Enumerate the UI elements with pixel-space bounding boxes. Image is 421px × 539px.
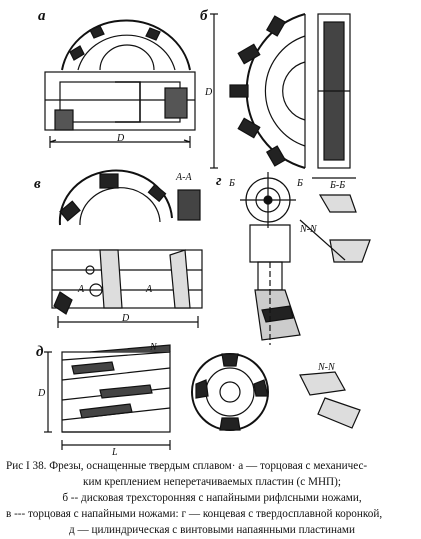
section-AA: А-А	[175, 172, 192, 183]
dim-D-b: D	[204, 87, 213, 98]
panel-label-b: б	[200, 8, 208, 24]
mark-A: А	[77, 284, 85, 295]
section-BB: Б-Б	[329, 180, 345, 191]
dim-D-d: D	[37, 388, 46, 399]
panel-b-drawing	[210, 13, 356, 179]
panel-d-drawing	[44, 344, 361, 450]
panel-g-drawing	[240, 172, 371, 345]
caption-line-3: б -- дисковая трехсторонняя с напайными …	[62, 492, 362, 504]
caption-line-1: Рис I 38. Фрезы, оснащенные твердым спла…	[6, 460, 368, 472]
mark-B: Б	[228, 178, 235, 189]
figure-caption: Рис I 38. Фрезы, оснащенные твердым спла…	[6, 458, 418, 538]
dim-L-d: L	[111, 447, 118, 455]
dim-D-a: D	[116, 133, 125, 144]
dim-D-v: D	[121, 313, 130, 324]
panel-label-g: г	[216, 173, 222, 189]
panel-v-drawing	[51, 169, 203, 328]
mark-B-2: Б	[296, 178, 303, 189]
figure-drawings: а б в г д D D D D L А-А Б-Б N-N N-N А А …	[34, 8, 371, 455]
panel-a-drawing	[44, 19, 196, 148]
mark-N: N	[149, 342, 158, 353]
panel-label-a: а	[38, 8, 46, 24]
caption-line-5: д — цилиндрическая с винтовыми напаянным…	[69, 524, 355, 536]
panel-label-v: в	[34, 176, 41, 192]
caption-line-4: в --- торцовая с напайными ножами: г — к…	[6, 508, 383, 520]
panel-label-d: д	[36, 344, 44, 360]
section-NN-d: N-N	[317, 362, 336, 373]
mark-A-2: А	[145, 284, 153, 295]
section-NN: N-N	[299, 224, 318, 235]
caption-line-2: ким креплением неперетачиваемых пластин …	[83, 476, 341, 488]
